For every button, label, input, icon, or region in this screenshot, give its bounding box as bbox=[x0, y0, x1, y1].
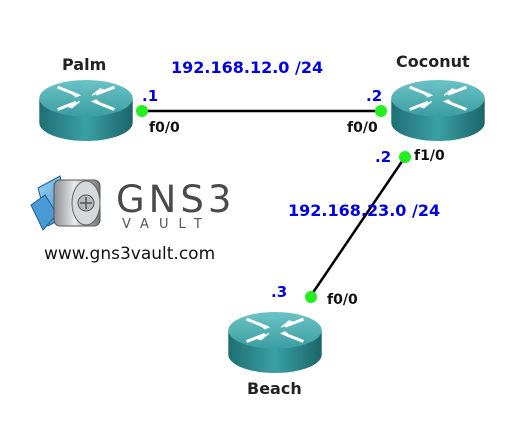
interface-dot-beach-f0-0[interactable] bbox=[305, 291, 317, 303]
gns3-vault-logo-icon bbox=[30, 175, 101, 231]
logo-sub-text: VAULT bbox=[122, 217, 212, 232]
logo-url-text[interactable]: www.gns3vault.com bbox=[44, 244, 216, 264]
interface-dot-palm-f0-0[interactable] bbox=[136, 105, 148, 117]
router-palm-icon[interactable] bbox=[37, 78, 135, 143]
host-label-beach: .3 bbox=[271, 283, 288, 301]
router-beach-icon[interactable] bbox=[226, 310, 324, 375]
host-label-coconut-f1: .2 bbox=[375, 148, 392, 166]
interface-dot-coconut-f0-0[interactable] bbox=[375, 105, 387, 117]
router-coconut-icon[interactable] bbox=[389, 78, 487, 143]
router-name-coconut: Coconut bbox=[396, 52, 470, 71]
interface-label-coconut-f0-0: f0/0 bbox=[347, 120, 378, 136]
interface-label-beach-f0-0: f0/0 bbox=[327, 292, 358, 308]
network-label-23: 192.168.23.0 /24 bbox=[288, 201, 441, 220]
interface-dot-coconut-f1-0[interactable] bbox=[399, 151, 411, 163]
router-name-beach: Beach bbox=[247, 379, 302, 398]
interface-label-palm-f0-0: f0/0 bbox=[149, 120, 180, 136]
router-name-palm: Palm bbox=[62, 55, 107, 74]
link-coconut-beach bbox=[308, 156, 407, 298]
host-label-coconut-f0: .2 bbox=[366, 87, 383, 105]
host-label-palm: .1 bbox=[142, 87, 159, 105]
logo-brand-text: GNS3 bbox=[116, 178, 236, 221]
network-label-12: 192.168.12.0 /24 bbox=[171, 58, 324, 77]
interface-label-coconut-f1-0: f1/0 bbox=[414, 148, 445, 164]
